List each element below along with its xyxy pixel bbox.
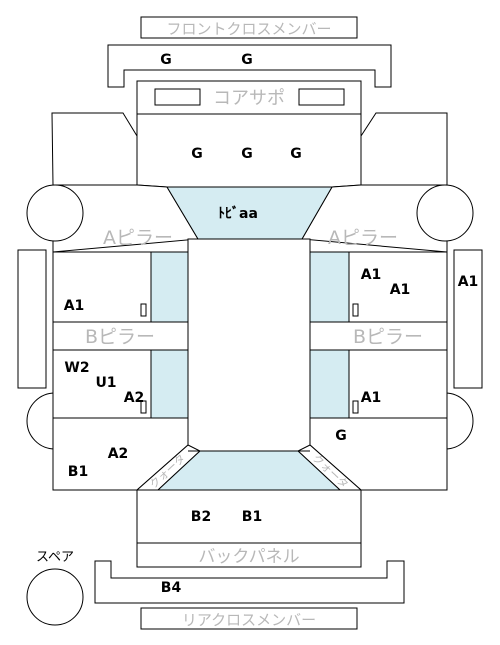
left-side-outer-code: A1: [458, 274, 479, 290]
hood-code-left: G: [191, 146, 203, 162]
b-pillar-right[interactable]: [309, 321, 448, 351]
fender-right[interactable]: [360, 112, 448, 186]
quarter-left-code-2: B1: [68, 464, 88, 480]
fender-left[interactable]: [51, 112, 138, 186]
front-cross-member-label-box: [140, 16, 358, 39]
b-pillar-left-label: Bピラー: [85, 326, 155, 348]
side-sill-left[interactable]: [17, 249, 47, 389]
hood-code-right: G: [290, 146, 302, 162]
core-support-headlight-right: [298, 88, 345, 106]
front-door-right-code-upper: A1: [361, 267, 382, 283]
rear-door-left-code-2: U1: [95, 375, 116, 391]
front-member-code-left: G: [160, 52, 172, 68]
core-support-headlight-left: [154, 88, 201, 106]
quarter-right-code: G: [335, 428, 347, 444]
rear-door-handle-left: [140, 400, 147, 414]
front-door-glass-right: [309, 251, 350, 323]
front-door-left-code: A1: [64, 298, 85, 314]
rear-door-glass-left: [150, 349, 189, 419]
back-panel[interactable]: [136, 542, 362, 568]
trunk-code-right: B1: [242, 509, 262, 525]
spare-tire[interactable]: [26, 568, 84, 626]
roof-code: ﾄﾋﾞaa: [218, 205, 258, 222]
quarter-left-code-1: A2: [108, 446, 129, 462]
rear-cross-member[interactable]: [94, 560, 405, 604]
front-door-glass-left: [150, 251, 189, 323]
rear-door-left-code-1: W2: [64, 360, 89, 376]
quarter-panel-right[interactable]: [309, 417, 448, 491]
roof[interactable]: [187, 238, 311, 452]
wheel-front-left[interactable]: [26, 184, 84, 242]
rear-cross-member-label-box: [140, 607, 358, 630]
rear-door-right[interactable]: [348, 349, 448, 419]
hood-code-center: G: [241, 146, 253, 162]
core-support-label: コアサポ: [213, 88, 285, 109]
b-pillar-right-label: Bピラー: [353, 326, 423, 348]
rear-member-code: B4: [161, 580, 182, 596]
side-sill-right[interactable]: [453, 249, 483, 389]
front-door-right-code-lower: A1: [390, 282, 411, 298]
rear-door-handle-right: [352, 400, 359, 414]
rear-door-left-code-3: A2: [124, 390, 145, 406]
rear-door-right-code: A1: [361, 390, 382, 406]
rear-door-glass-right: [309, 349, 350, 419]
wheel-front-right[interactable]: [416, 184, 474, 242]
back-panel-label: バックパネル: [198, 547, 299, 567]
trunk-lid[interactable]: [136, 489, 362, 544]
front-cross-member-label: フロントクロスメンバー: [166, 20, 331, 38]
front-door-handle-right: [352, 303, 359, 317]
a-pillar-right-label: Aピラー: [328, 227, 398, 249]
a-pillar-left-label: Aピラー: [103, 227, 173, 249]
rear-cross-member-label: リアクロスメンバー: [182, 611, 316, 629]
front-cross-member[interactable]: [107, 44, 392, 88]
spare-label: スペア: [36, 550, 74, 565]
trunk-code-left: B2: [191, 509, 211, 525]
front-member-code-right: G: [241, 52, 253, 68]
front-door-handle-left: [140, 303, 147, 317]
